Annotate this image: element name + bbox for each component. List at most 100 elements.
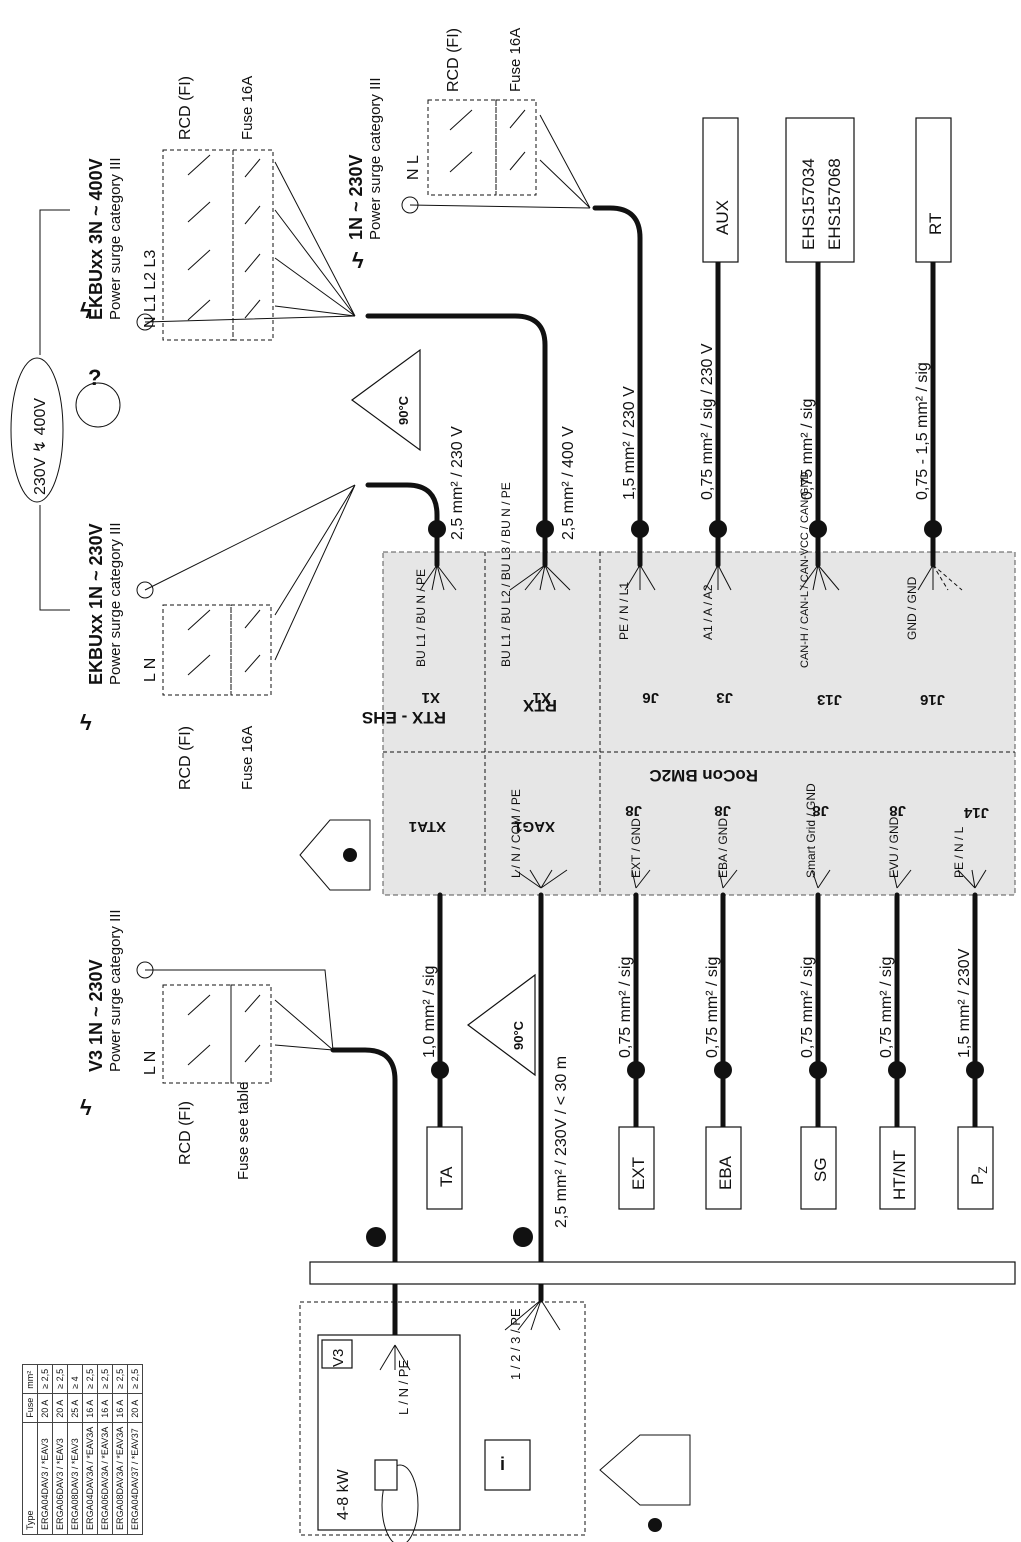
ekbu3-terms: N L1 L2 L3 [142, 250, 159, 328]
devices: AUX EHS157034 EHS157068 RT TA EXT EBA SG… [426, 117, 994, 1210]
table-cell: 20 A [127, 1393, 143, 1423]
cable-label-sg: 0,75 mm² / sig [799, 957, 816, 1058]
j3-pins: A1 / A / A2 [701, 584, 715, 640]
cable-label-ta: 1,0 mm² / sig [421, 966, 438, 1058]
cables [330, 205, 978, 1348]
aux-rcd: RCD (FI) [445, 28, 462, 92]
cable-x1a [365, 482, 440, 568]
j13-pins: CAN-H / CAN-L / CAN-VCC / CAN-GND [799, 472, 811, 668]
aux-sub: Power surge category III [367, 77, 384, 240]
v3-title: V3 1N ~ 230V [86, 959, 106, 1072]
table-cell: ERGA04DAV3 / *EAV3 [37, 1422, 53, 1535]
table-cell: 16 A [112, 1393, 128, 1423]
outdoor-power: 4-8 kW [335, 1468, 352, 1520]
table-cell: ERGA08DAV3 / *EAV3 [67, 1422, 83, 1535]
htnt-box: HT/NT [890, 1150, 909, 1200]
v3-bolt-icon: ϟ [80, 1095, 92, 1120]
j6-pins: PE / N / L1 [617, 582, 631, 640]
cable-label-c3: 1,5 mm² / 230 V [621, 386, 638, 500]
table-cell: ≥ 2,5 [37, 1364, 53, 1394]
ekbu1-terms: L N [142, 658, 159, 682]
outdoor-unit: V3 4-8 kW L / N / PE 1 / 2 / 3 / PE i [299, 1299, 586, 1542]
x1a-label: X1 [422, 689, 440, 706]
table-cell: ERGA04DAV3A / *EAV3A [82, 1422, 98, 1535]
table-cell: 16 A [97, 1393, 113, 1423]
v3-terms: L N [142, 1051, 159, 1075]
table-cell: ≥ 2,5 [82, 1364, 98, 1394]
j8a-label: J8 [625, 802, 642, 819]
table-header: mm² [22, 1364, 38, 1394]
x1b-pins: BU L1 / BU L2 / BU L3 / BU N / PE [499, 482, 513, 667]
j16-pins: GND / GND [905, 576, 919, 640]
cable-label-eba: 0,75 mm² / sig [704, 957, 721, 1058]
j8c-label: J8 [812, 802, 829, 819]
ekbu3-title: EKBUxx 3N ~ 400V [86, 158, 106, 320]
table-cell: 20 A [52, 1393, 68, 1423]
v3-rcd: RCD (FI) [177, 1101, 194, 1165]
cable-label-c1: 2,5 mm² / 230 V [449, 426, 466, 540]
table-cell: ≥ 2,5 [97, 1364, 113, 1394]
outdoor-v3: V3 [330, 1349, 347, 1367]
j14-label: J14 [963, 804, 989, 821]
wall [309, 1261, 1016, 1285]
house-icon-indoor [299, 819, 371, 891]
cable-label-pz: 1,5 mm² / 230V [956, 948, 973, 1058]
ext-pins: EXT / GND [629, 818, 643, 878]
person-icon [75, 382, 121, 428]
xag1-label: XAG1 [514, 818, 555, 835]
aux-box: AUX [713, 200, 732, 235]
cable-x1b [365, 313, 548, 568]
table-cell: ERGA06DAV3 / *EAV3 [52, 1422, 68, 1535]
j3-label: J3 [716, 689, 733, 706]
cable-icons [366, 520, 984, 1247]
x1b-label: X1 [533, 689, 551, 706]
warning-triangle-1: 90°C [350, 348, 421, 452]
table-cell: ≥ 2,5 [112, 1364, 128, 1394]
panel-box [382, 551, 1016, 896]
fan-icon [381, 1464, 419, 1542]
cable-labels: 2,5 mm² / 230 V 2,5 mm² / 400 V 1,5 mm² … [421, 343, 973, 1228]
v3-fuse: Fuse see table [235, 1082, 252, 1180]
pz-box: PZ [968, 1166, 990, 1185]
rtx-label: RTX [522, 696, 557, 715]
cable-v3 [330, 1047, 398, 1348]
ehs-box-2: EHS157068 [825, 158, 844, 250]
aux-terms: N L [405, 155, 422, 180]
cable-label-xag: 2,5 mm² / 230V / < 30 m [553, 1056, 570, 1228]
v3-sub: Power surge category III [107, 909, 124, 1072]
x1a-pins: BU L1 / BU N / PE [414, 569, 428, 667]
supply-ekbu-3n: N L1 L2 L3 EKBUxx 3N ~ 400V Power surge … [80, 76, 356, 341]
ekbu1-rcd: RCD (FI) [177, 726, 194, 790]
cable-label-c2: 2,5 mm² / 400 V [560, 426, 577, 540]
svg-text:i: i [500, 1454, 505, 1474]
eba-box: EBA [716, 1155, 735, 1190]
outdoor-pins2: 1 / 2 / 3 / PE [508, 1308, 523, 1380]
xta1-label: XTA1 [409, 818, 446, 835]
sg-box: SG [811, 1157, 830, 1182]
supply-aux-1n: N L 1N ~ 230V Power surge category III R… [346, 28, 591, 273]
control-panel: RTX - EHS RTX RoCon BM2C X1 X1 J6 J3 J13… [362, 472, 1016, 896]
sg-pins: Smart Grid / GND [804, 783, 818, 878]
table-header: Type [22, 1422, 38, 1535]
table-cell: ≥ 4 [67, 1364, 83, 1394]
rtx-ehs-label: RTX - EHS [362, 708, 446, 727]
cable-label-ext: 0,75 mm² / sig [617, 957, 634, 1058]
table-cell: ≥ 2,5 [52, 1364, 68, 1394]
cable-label-c5: 0,75 mm² / sig [799, 399, 816, 500]
cable-label-htnt: 0,75 mm² / sig [878, 957, 895, 1058]
cable-j6 [592, 205, 643, 568]
j6-label: J6 [642, 689, 659, 706]
ekbu1-title: EKBUxx 1N ~ 230V [86, 523, 106, 685]
svg-text:?: ? [88, 365, 101, 390]
thought-cloud: 230V ↯ 400V ? [10, 209, 121, 611]
ekbu3-rcd: RCD (FI) [177, 76, 194, 140]
